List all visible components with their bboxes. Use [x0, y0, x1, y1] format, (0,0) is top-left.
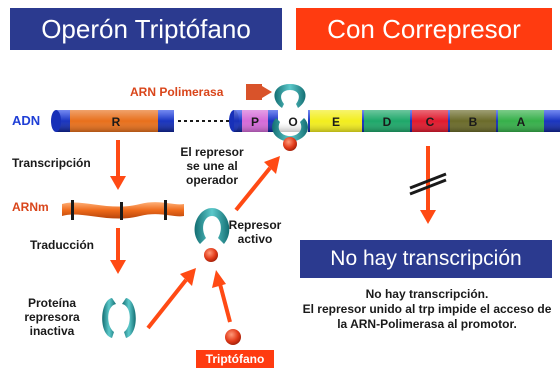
left-title-box: Operón Triptófano: [10, 8, 282, 50]
transcription-label: Transcripción: [12, 156, 91, 170]
dna-left: [51, 110, 174, 132]
arnm-label: ARNm: [12, 200, 49, 214]
segment-p-label: P: [251, 115, 259, 129]
blocked-arrow: [409, 146, 447, 224]
tryptophan-badge: Triptófano: [196, 350, 274, 368]
rna-polymerase-icon: [246, 84, 272, 100]
activation-arrow: [146, 268, 196, 330]
no-transcription-banner: No hay transcripción: [300, 240, 552, 278]
tryptophan-icon: [225, 329, 241, 345]
repressor-bound-icon: [272, 84, 308, 151]
no-transcription-explanation: No hay transcripción. El represor unido …: [302, 287, 552, 331]
segment-e-label: E: [332, 115, 340, 129]
mrna-strand: [62, 200, 184, 220]
left-title: Operón Triptófano: [41, 13, 251, 44]
transcription-arrow: [110, 140, 126, 190]
translation-label: Traducción: [30, 238, 95, 252]
active-repressor-icon: [194, 208, 230, 262]
inactive-repressor-label: Proteína represora inactiva: [24, 296, 80, 338]
translation-arrow: [110, 228, 126, 274]
segment-a-label: A: [517, 115, 526, 129]
binding-arrow: [234, 156, 280, 212]
repressor-operator-label: El represor se une al operador: [180, 145, 244, 187]
arn-polymerase-label: ARN Polimerasa: [130, 85, 224, 99]
dna-right: [229, 110, 560, 132]
inactive-repressor-icon: [102, 298, 136, 338]
segment-b-label: B: [469, 115, 478, 129]
tryptophan-label: Triptófano: [205, 352, 265, 366]
segment-d-label: D: [383, 115, 392, 129]
segment-o-label: O: [288, 115, 297, 129]
segment-c-label: C: [426, 115, 435, 129]
no-transcription-title: No hay transcripción: [330, 247, 522, 270]
tryptophan-arrow: [212, 270, 232, 323]
active-repressor-label: Represor activo: [228, 218, 282, 246]
adn-label: ADN: [12, 113, 41, 128]
right-title: Con Correpresor: [327, 13, 521, 44]
right-title-box: Con Correpresor: [296, 8, 552, 50]
segment-r-label: R: [112, 115, 121, 129]
